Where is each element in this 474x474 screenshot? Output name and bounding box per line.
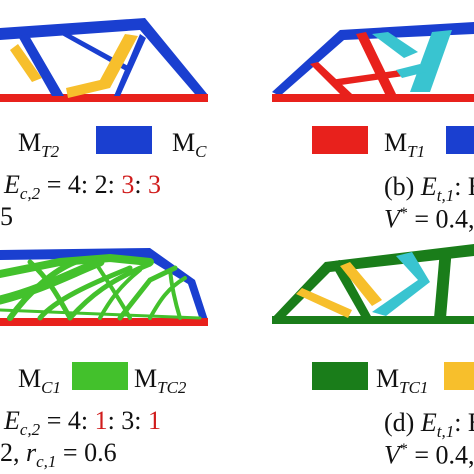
legend-tl-swatch-1	[96, 126, 152, 154]
caption-a-line2: 5	[0, 202, 13, 231]
structure-d-web-green-1	[330, 260, 372, 318]
legend-br-swatch-1	[312, 362, 368, 390]
structure-d-web-yellow-1	[296, 288, 352, 318]
structure-b-top-chord	[272, 22, 474, 96]
structure-c-web-green	[0, 253, 202, 321]
structure-a-web-yellow-1	[10, 44, 42, 82]
structure-d-bottom-chord	[272, 316, 474, 324]
caption-a-line1: Ec,2 = 4: 2: 3: 3	[4, 170, 162, 203]
structure-b-web-red-2	[356, 32, 396, 96]
structure-d-web-green-2	[434, 248, 452, 318]
structure-a-top-chord	[0, 18, 208, 100]
legend-tr-item-1-label: MT1	[384, 128, 426, 161]
caption-c-line2: 2, rc,1 = 0.6	[0, 438, 117, 471]
structure-d-top-chord	[272, 244, 474, 320]
structure-b-bottom-chord	[272, 94, 474, 102]
legend-tl-item-2-label: MC	[172, 128, 207, 161]
legend-tl-item-1-label: MT2	[18, 128, 60, 161]
structure-d-web-yellow-2	[340, 262, 382, 306]
caption-b-line1: (b) Et,1: E	[384, 172, 474, 205]
legend-tr-swatch-1	[312, 126, 368, 154]
structure-c-bottom-chord	[0, 318, 208, 326]
structure-c	[0, 248, 208, 326]
legend-bl-swatch-1	[72, 362, 128, 390]
structure-b-web-cyan-2	[410, 30, 452, 92]
structure-a-web-blue-1	[18, 34, 64, 96]
structure-b-web-red-1	[310, 62, 352, 96]
caption-d-line2: V* = 0.4,	[384, 440, 474, 470]
structure-a-web-blue-3	[114, 34, 146, 96]
structure-a	[0, 18, 208, 102]
structure-c-top-chord	[0, 248, 208, 320]
caption-c-line1: Ec,2 = 4: 1: 3: 1	[4, 406, 162, 439]
legend-tr-swatch-2	[446, 126, 474, 154]
caption-b-line2: V* = 0.4,	[384, 204, 474, 234]
structure-d	[272, 244, 474, 324]
legend-bl-item-2-label: MTC2	[134, 364, 187, 397]
structure-b-web-cyan-3	[396, 64, 426, 78]
structure-b-web-red-3	[330, 70, 404, 86]
caption-d-line1: (d) Et,1: E	[384, 408, 474, 441]
structure-a-bottom-chord	[0, 94, 208, 102]
legend-br-item-1-label: MTC1	[376, 364, 429, 397]
legend-br-swatch-2	[444, 362, 474, 390]
legend-bl-item-1-label: MC1	[18, 364, 61, 397]
structure-d-web-cyan-1	[372, 252, 430, 316]
structure-b	[272, 22, 474, 102]
structure-a-web-yellow-2	[66, 34, 138, 98]
structure-b-web-cyan-1	[372, 32, 418, 58]
